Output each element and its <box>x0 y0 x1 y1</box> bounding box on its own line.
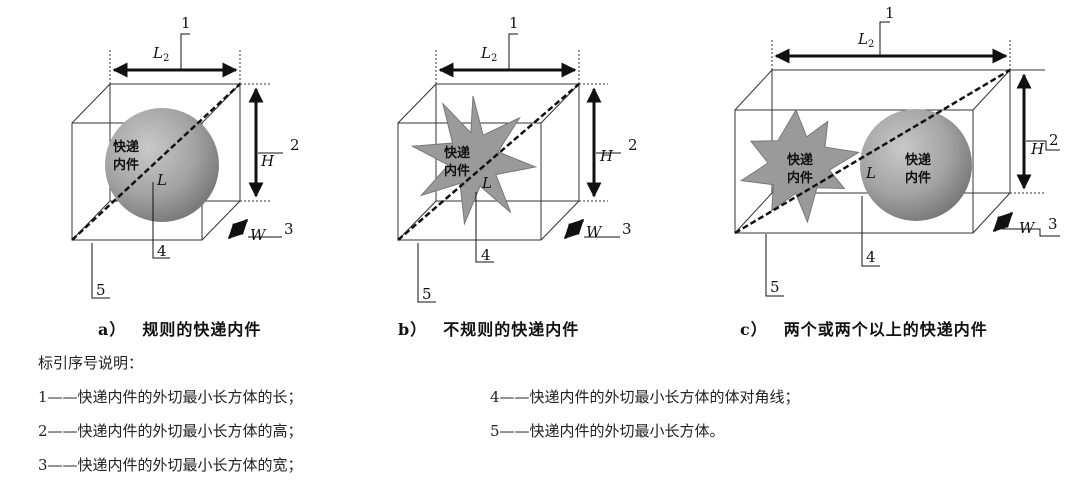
dim-W-label: W <box>250 226 267 244</box>
legend-item-2: 2——快递内件的外切最小长方体的高； <box>38 422 303 440</box>
inner-label-line2: 内件 <box>787 170 813 186</box>
dim-H-label: H <box>599 147 614 165</box>
box-wireframe <box>397 48 608 241</box>
callout-3: 3 <box>284 220 294 238</box>
inner-label-line1: 快递 <box>113 139 139 155</box>
regular-item-sphere <box>860 109 972 221</box>
caption-a-tag: a） <box>98 320 127 339</box>
width-arrow <box>227 218 249 240</box>
inner-label-line1: 快递 <box>905 152 931 168</box>
callout-2: 2 <box>1049 131 1059 149</box>
inner-label-line1: 快递 <box>787 152 813 168</box>
width-arrow <box>563 218 585 240</box>
width-arrow <box>992 211 1014 233</box>
callout-4: 4 <box>866 248 876 266</box>
caption-a: a） 规则的快递内件 <box>98 316 261 340</box>
dim-W-label: W <box>1019 219 1036 237</box>
callout-5: 5 <box>422 285 432 303</box>
callout-leaders <box>91 33 283 299</box>
figure-captions: a） 规则的快递内件 b） 不规则的快递内件 c） 两个或两个以上的快递内件 <box>0 316 1080 340</box>
callout-3: 3 <box>1048 215 1058 233</box>
figure-diagram: 快递 内件 L2 H W L 1 2 3 4 5 <box>71 4 1060 303</box>
caption-a-text: 规则的快递内件 <box>142 320 262 339</box>
caption-c-tag: c） <box>740 320 768 339</box>
panel-c-multiple: 快递 内件 快递 内件 L2 H W L 1 2 3 4 5 <box>734 4 1060 297</box>
dim-L2-label: L2 <box>152 44 169 64</box>
callout-4: 4 <box>157 242 167 260</box>
regular-item-sphere <box>105 108 219 222</box>
callout-leaders <box>417 33 621 303</box>
callout-5: 5 <box>770 278 780 296</box>
irregular-item-star <box>739 108 861 224</box>
inner-label-line2: 内件 <box>905 170 931 186</box>
caption-b-tag: b） <box>398 320 428 339</box>
body-diagonal <box>71 83 241 241</box>
panel-a-regular: 快递 内件 L2 H W L 1 2 3 4 5 <box>71 14 300 299</box>
callout-4: 4 <box>481 246 491 264</box>
callout-leaders <box>765 21 1060 297</box>
dim-L2-label: L2 <box>857 30 874 50</box>
body-diagonal <box>397 83 580 241</box>
callout-1: 1 <box>509 14 519 32</box>
diag-L-label: L <box>865 164 876 182</box>
caption-c: c） 两个或两个以上的快递内件 <box>740 316 988 340</box>
legend-title: 标引序号说明： <box>38 354 144 372</box>
callout-3: 3 <box>622 220 632 238</box>
callout-1: 1 <box>885 4 895 22</box>
legend-item-1: 1——快递内件的外切最小长方体的长； <box>38 388 303 406</box>
panel-b-irregular: 快递 内件 L2 H W L 1 2 3 4 5 <box>397 14 638 303</box>
legend-item-3: 3——快递内件的外切最小长方体的宽； <box>38 456 303 474</box>
inner-label-line2: 内件 <box>113 157 139 173</box>
legend-item-5: 5——快递内件的外切最小长方体。 <box>490 422 725 440</box>
caption-b-text: 不规则的快递内件 <box>443 320 580 339</box>
dim-L2-label: L2 <box>480 44 497 64</box>
callout-1: 1 <box>181 14 191 32</box>
diag-L-label: L <box>481 174 492 192</box>
inner-label-line1: 快递 <box>444 145 470 161</box>
inner-label-line2: 内件 <box>444 163 470 179</box>
dim-H-label: H <box>260 152 275 170</box>
callout-5: 5 <box>96 281 106 299</box>
dim-H-label: H <box>1030 140 1045 158</box>
caption-b: b） 不规则的快递内件 <box>398 316 579 340</box>
caption-c-text: 两个或两个以上的快递内件 <box>783 320 988 339</box>
callout-2: 2 <box>290 136 300 154</box>
diag-L-label: L <box>156 171 167 189</box>
dim-W-label: W <box>586 223 603 241</box>
irregular-item-star <box>410 95 538 226</box>
body-diagonal <box>734 68 1011 235</box>
legend-item-4: 4——快递内件的外切最小长方体的体对角线； <box>490 388 800 406</box>
callout-2: 2 <box>628 136 638 154</box>
